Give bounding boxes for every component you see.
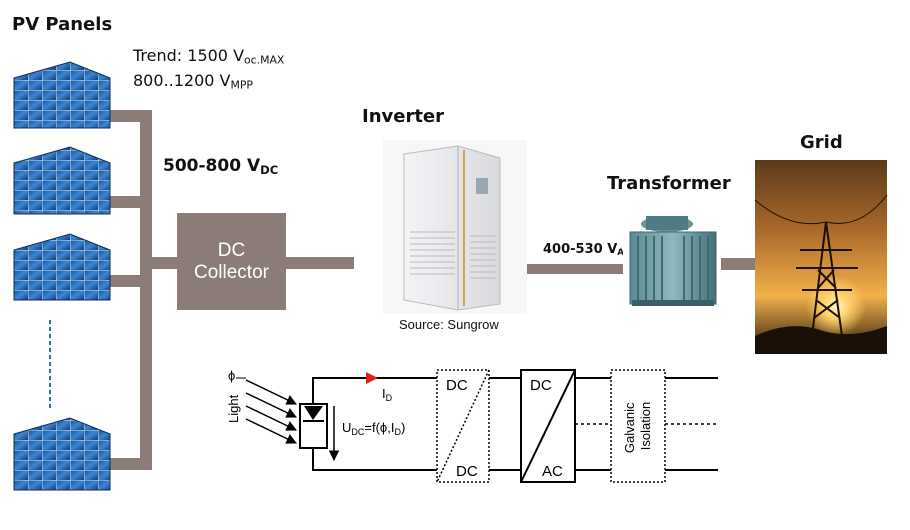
mpp-voltage-note: 800..1200 VMPP [133,71,253,92]
mpp-voltage-text: 800..1200 V [133,71,231,90]
udc-formula: UDC=f(ϕ,ID) [342,420,405,437]
ac-voltage-text: 400-530 V [543,242,618,257]
panel-4-connector [110,458,152,470]
dc-voltage-label: 500-800 VDC [163,156,278,177]
light-rays [245,379,297,444]
transformer-image [623,210,721,310]
dc-collector-line2: Collector [194,261,269,283]
trend-voltage-note: Trend: 1500 Voc.MAX [133,46,284,67]
dcac-top-label: DC [530,377,552,394]
dcac-bottom-label: AC [542,463,563,480]
solar-panel-3-icon [13,233,111,301]
diode-symbol-icon [304,406,323,420]
current-label: ID [382,386,393,403]
galvanic-isolation-box [610,369,666,483]
pv-panels-title: PV Panels [12,14,113,35]
dcdc-top-label: DC [446,377,468,394]
dc-collector-line1: DC [217,239,246,261]
inverter-to-transformer-connector [527,264,625,274]
pv-schematic: ϕ Light ID UDC= [226,368,718,483]
grid-title: Grid [800,132,843,153]
dc-voltage-text: 500-800 V [163,156,261,176]
phi-symbol: ϕ [228,368,235,383]
galvanic-isolation-label: Galvanic Isolation [622,399,653,453]
dc-collector-box: DC Collector [177,213,286,310]
grid-pylon-image [754,160,888,354]
solar-panel-2-icon [13,146,111,215]
panel-2-connector [110,196,152,208]
inverter-title: Inverter [362,106,445,127]
panel-3-connector [110,275,152,287]
mpp-voltage-sub: MPP [230,78,253,92]
transformer-title: Transformer [607,173,731,194]
solar-panel-1-icon [13,61,111,129]
collector-to-inverter-connector [286,257,354,269]
dc-voltage-sub: DC [260,162,279,177]
light-label: Light [226,394,241,423]
bus-to-collector-connector [152,257,177,269]
panel-1-connector [110,110,152,122]
inverter-source-label: Source: Sungrow [399,317,499,332]
dcdc-bottom-label: DC [456,463,478,480]
trend-voltage-sub: oc.MAX [244,53,285,67]
trend-voltage-text: Trend: 1500 V [133,46,245,65]
current-arrow-icon [366,372,378,384]
schematic-wires [312,377,718,471]
transformer-to-grid-connector [721,258,757,270]
solar-panel-4-icon [13,417,111,491]
inverter-cabinet-image [383,140,527,314]
